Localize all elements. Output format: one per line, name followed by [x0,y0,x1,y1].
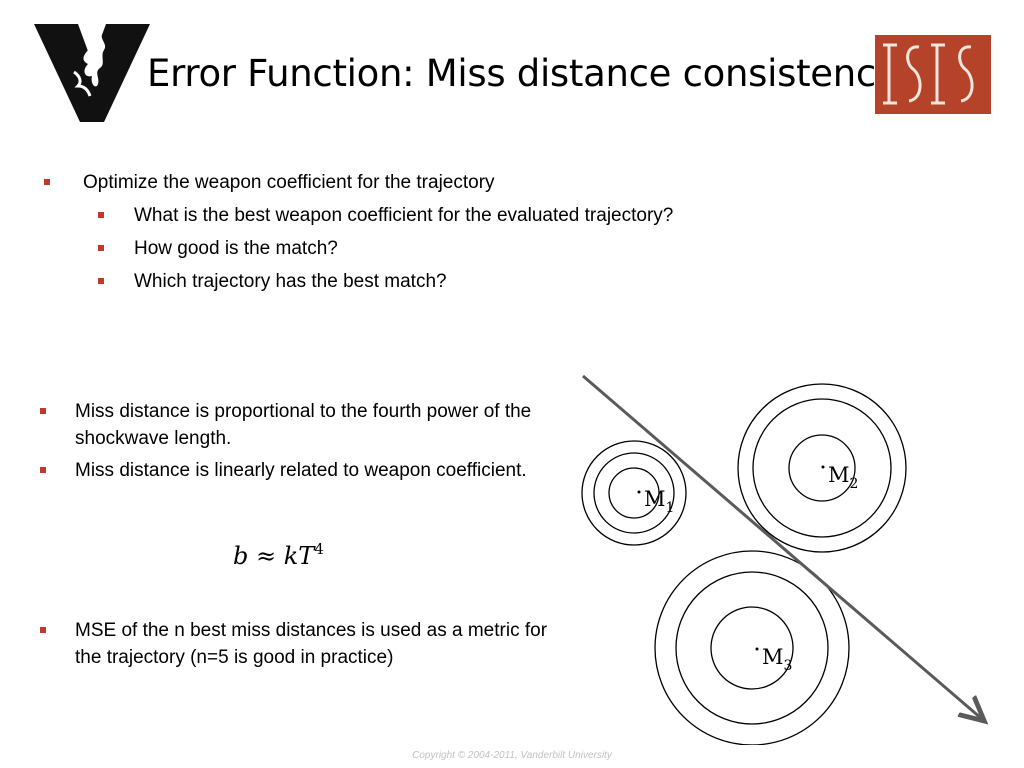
bullet-square-icon [40,627,46,633]
list-item: MSE of the n best miss distances is used… [38,617,578,671]
formula-op: ≈ [256,542,277,570]
trajectory-arrow [582,374,982,719]
formula-rhs: kT [283,542,315,570]
circle-m1-inner [608,467,660,519]
circle-group-m1 [581,440,687,546]
bottom-bullet-list: MSE of the n best miss distances is used… [38,617,578,671]
bullet-text: Optimize the weapon coefficient for the … [83,172,495,193]
bullet-square-icon [98,245,104,251]
circle-m2-middle [752,398,892,538]
list-item: Optimize the weapon coefficient for the … [40,169,673,196]
label-m2-letter: M [828,463,850,487]
list-item: What is the best weapon coefficient for … [40,202,673,229]
bullet-text: Which trajectory has the best match? [134,271,447,292]
bullet-square-icon [98,278,104,284]
circle-m3-outer [654,550,850,745]
formula: b ≈ kT4 [233,540,324,570]
circle-group-m3 [654,550,850,745]
label-m1-sub: 1 [666,500,675,516]
point-m3 [755,647,759,651]
point-m2 [821,465,825,469]
label-m2: M2 [828,463,858,492]
circle-m3-middle [675,571,829,725]
list-item: Which trajectory has the best match? [40,268,673,295]
label-m3: M3 [762,645,792,674]
copyright-footer: Copyright © 2004-2011, Vanderbilt Univer… [412,750,612,761]
bullet-text: What is the best weapon coefficient for … [134,205,674,226]
bullet-text: Miss distance is linearly related to wea… [75,460,527,481]
isis-logo [875,35,991,114]
formula-lhs: b [233,542,249,570]
list-item: Miss distance is proportional to the fou… [38,398,578,452]
point-m1 [637,490,641,494]
bullet-text: How good is the match? [134,238,338,259]
bullet-square-icon [98,212,104,218]
list-item: Miss distance is linearly related to wea… [38,457,578,484]
label-m3-sub: 3 [784,658,793,674]
mid-bullet-list: Miss distance is proportional to the fou… [38,398,578,489]
circle-m3-inner [710,606,794,690]
list-item: How good is the match? [40,235,673,262]
circle-m1-middle [593,452,675,534]
label-m2-sub: 2 [850,476,859,492]
bullet-text: Miss distance is proportional to the fou… [75,401,532,449]
circle-m1-outer [581,440,687,546]
formula-exponent: 4 [314,540,324,558]
miss-distance-diagram: M1 M2 M3 [581,374,1010,745]
circle-m2-outer [737,383,907,553]
bullet-text: MSE of the n best miss distances is used… [75,620,548,668]
circle-group-m2 [737,383,907,553]
bullet-square-icon [40,467,46,473]
circle-m2-inner [788,434,856,502]
bullet-square-icon [40,408,46,414]
slide-title: Error Function: Miss distance consistenc… [147,52,898,95]
top-bullet-list: Optimize the weapon coefficient for the … [40,169,673,295]
label-m3-letter: M [762,645,784,669]
label-m1: M1 [644,487,674,516]
bullet-square-icon [44,179,50,185]
vanderbilt-logo [34,24,150,122]
label-m1-letter: M [644,487,666,511]
